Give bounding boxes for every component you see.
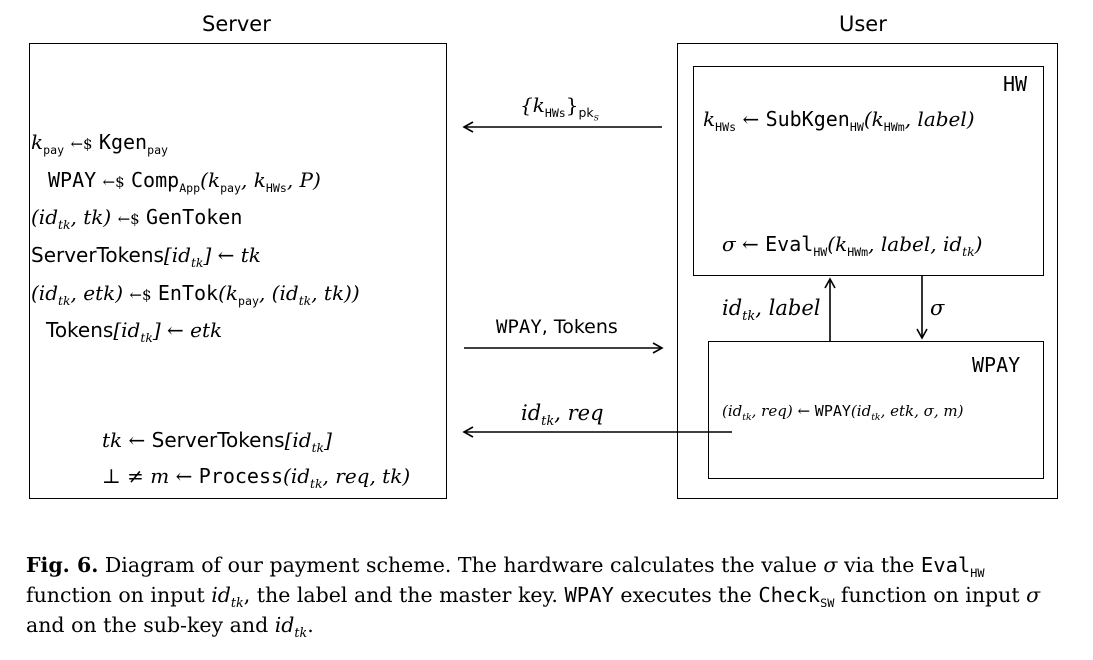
arrow-label-top: {kHWs}pkS: [520, 93, 599, 123]
server-line-8: ⊥ ≠ m ← Process(idtk, req, tk): [102, 464, 411, 491]
server-box: [29, 43, 447, 499]
user-box: [677, 43, 1058, 499]
hw-label: HW: [1003, 72, 1028, 96]
figure-caption: Fig. 6. Diagram of our payment scheme. T…: [26, 553, 1041, 641]
arrow-label-bottom: idtk, req: [521, 401, 604, 430]
server-line-1: kpay ←$ Kgenpay: [31, 130, 169, 157]
user-title: User: [839, 12, 887, 36]
hw-line-2: σ ← EvalHW(kHWm, label, idtk): [722, 232, 983, 259]
wpay-label: WPAY: [972, 353, 1021, 377]
wpay-line-1: (idtk, req) ← WPAY(idtk, etk, σ, m): [722, 402, 964, 423]
arrow-label-mid: WPAY, Tokens: [496, 316, 618, 338]
hw-line-1: kHWs ← SubKgenHW(kHWm, label): [703, 107, 975, 134]
server-line-5: (idtk, etk) ←$ EnTok(kpay, (idtk, tk)): [31, 281, 360, 308]
server-line-6: Tokens[idtk] ← etk: [46, 318, 223, 345]
server-line-3: (idtk, tk) ←$ GenToken: [31, 205, 243, 232]
arrow-label-up: idtk, label: [722, 296, 821, 325]
server-line-7: tk ← ServerTokens[idtk]: [102, 428, 332, 455]
figure-number: Fig. 6.: [26, 553, 99, 577]
hw-box: [693, 66, 1044, 276]
wpay-box: [708, 341, 1044, 479]
server-title: Server: [202, 12, 271, 36]
arrow-label-down: σ: [930, 296, 945, 320]
server-line-4: ServerTokens[idtk] ← tk: [31, 243, 261, 270]
server-line-2: WPAY ←$ CompApp(kpay, kHWs, P): [48, 168, 321, 195]
